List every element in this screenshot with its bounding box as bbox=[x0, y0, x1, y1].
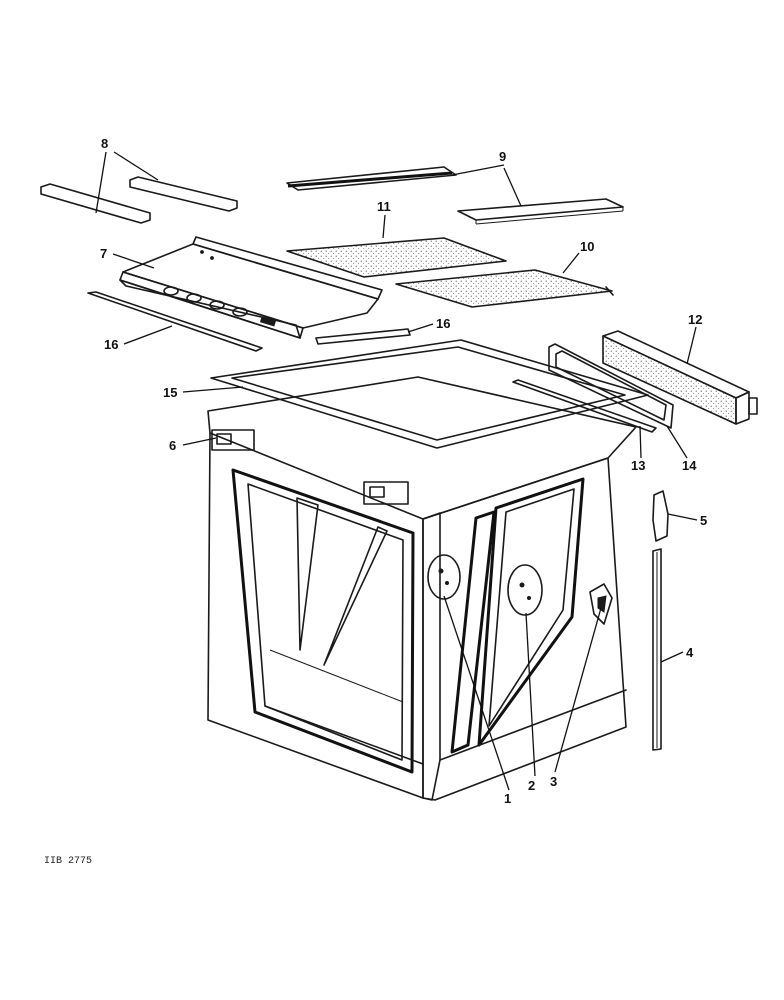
part-15-roof-gasket bbox=[210, 339, 649, 449]
part-7-front-console bbox=[119, 236, 383, 339]
part-11-headliner-panel bbox=[286, 237, 507, 278]
part-10-headliner-panel bbox=[395, 269, 614, 308]
callout-16-right: 16 bbox=[436, 316, 450, 331]
callout-6: 6 bbox=[169, 438, 176, 453]
part-5-bracket bbox=[652, 490, 669, 542]
callout-16-left: 16 bbox=[104, 337, 118, 352]
part-13-filter-strip bbox=[512, 379, 657, 433]
callout-3: 3 bbox=[550, 774, 557, 789]
callout-15: 15 bbox=[163, 385, 177, 400]
callout-7: 7 bbox=[100, 246, 107, 261]
part-9-roof-panels bbox=[286, 166, 624, 225]
callout-2: 2 bbox=[528, 778, 535, 793]
part-8-trim-strips bbox=[40, 176, 238, 224]
callout-1: 1 bbox=[504, 791, 511, 806]
part-4-side-trim bbox=[652, 548, 662, 751]
cab-body bbox=[207, 376, 637, 801]
callout-13: 13 bbox=[631, 458, 645, 473]
callout-9: 9 bbox=[499, 149, 506, 164]
drawing-reference: IIB 2775 bbox=[44, 856, 92, 867]
callout-14: 14 bbox=[682, 458, 697, 473]
callout-10: 10 bbox=[580, 239, 594, 254]
part-16-seal-strip-left bbox=[87, 291, 263, 352]
part-16-seal-strip-right bbox=[315, 328, 411, 345]
callout-8: 8 bbox=[101, 136, 108, 151]
callout-labels: 8 9 11 10 7 16 12 16 15 6 13 14 5 4 2 3 … bbox=[100, 136, 707, 806]
part-14-filter-frame bbox=[548, 343, 674, 429]
part-12-air-filter bbox=[602, 330, 758, 425]
leader-lines bbox=[95, 151, 698, 791]
callout-12: 12 bbox=[688, 312, 702, 327]
callout-11: 11 bbox=[377, 199, 391, 214]
callout-4: 4 bbox=[686, 645, 694, 660]
callout-5: 5 bbox=[700, 513, 707, 528]
